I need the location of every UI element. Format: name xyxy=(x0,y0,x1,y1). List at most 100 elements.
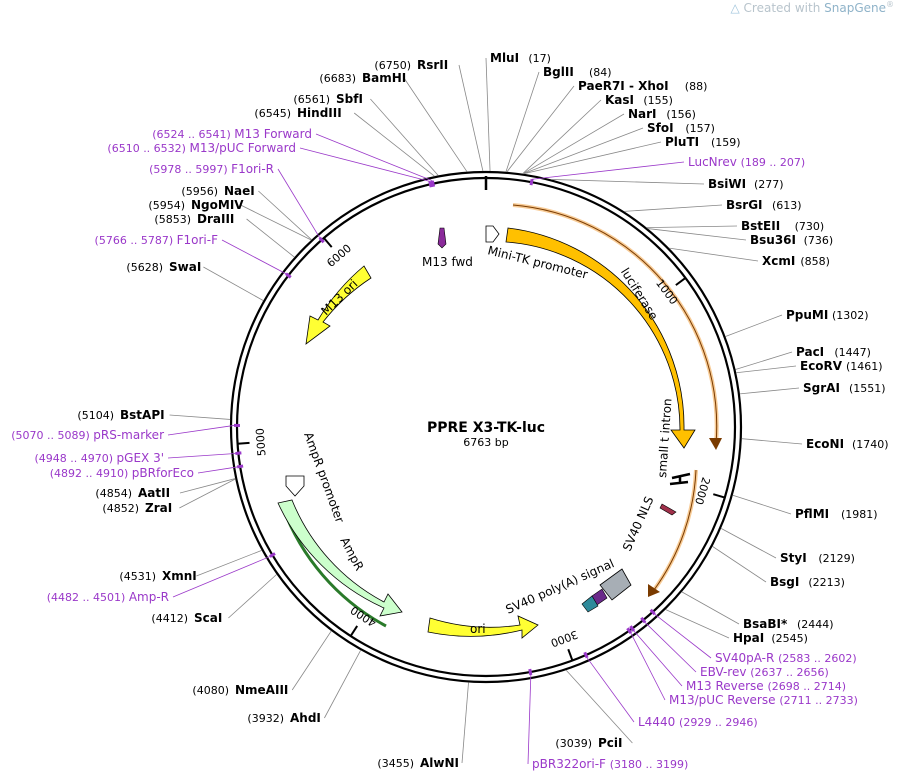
enzyme-leader-line xyxy=(681,591,740,625)
enzyme-site[interactable]: PflMI(1981) xyxy=(732,494,878,521)
enzyme-site[interactable]: (5853)DraIII xyxy=(154,212,295,258)
enzyme-site[interactable]: (6561)SbfI xyxy=(293,92,439,176)
enzyme-leader-line xyxy=(196,550,262,577)
primer-site[interactable]: SV40pA-R (2583 .. 2602) xyxy=(649,608,857,665)
watermark-brand: SnapGene xyxy=(824,1,886,15)
enzyme-site[interactable]: (4412)ScaI xyxy=(151,574,277,625)
feature-m13-ori[interactable] xyxy=(305,265,372,345)
enzyme-leader-line xyxy=(725,314,783,337)
primer-range: (4948 .. 4970) xyxy=(34,452,116,465)
primer-site[interactable]: pBR322ori-F (3180 .. 3199) xyxy=(527,668,688,771)
primer-site[interactable]: (5070 .. 5089) pRS-marker xyxy=(11,423,241,442)
enzyme-site[interactable]: EcoRV(1461) xyxy=(736,359,883,374)
primer-label: M13 Reverse (2698 .. 2714) xyxy=(686,679,846,693)
primer-site[interactable]: LucNrev (189 .. 207) xyxy=(529,155,806,186)
primer-site[interactable]: M13 Reverse (2698 .. 2714) xyxy=(629,625,846,693)
enzyme-site[interactable]: (4531)XmnI xyxy=(119,550,262,583)
enzyme-site[interactable]: (3932)AhdI xyxy=(247,650,362,725)
enzyme-site[interactable]: BsrGI(613) xyxy=(624,198,802,212)
enzyme-site[interactable]: EcoNI(1740) xyxy=(741,437,889,451)
primer-range: (2637 .. 2656) xyxy=(750,666,829,679)
enzyme-site[interactable]: (5954)NgoMIV xyxy=(148,198,312,241)
enzyme-site[interactable]: (5104)BstAPI xyxy=(77,408,231,422)
feature-luciferase[interactable] xyxy=(505,227,696,449)
primer-label: (5070 .. 5089) pRS-marker xyxy=(11,428,164,442)
feature-label-m13-ori: M13 ori xyxy=(318,277,360,318)
enzyme-position: (1740) xyxy=(852,438,889,451)
enzyme-name: BstAPI xyxy=(120,408,165,422)
enzyme-leader-line xyxy=(370,98,439,176)
enzyme-site[interactable]: MluI(17) xyxy=(485,51,551,172)
enzyme-site[interactable]: SgrAI(1551) xyxy=(739,381,886,395)
tick-mark xyxy=(567,648,574,661)
primer-site[interactable]: L4440 (2929 .. 2946) xyxy=(583,651,758,729)
enzyme-site[interactable]: StyI(2129) xyxy=(720,528,855,565)
primer-label: (4948 .. 4970) pGEX 3' xyxy=(34,451,164,465)
enzyme-leader-line xyxy=(522,113,625,175)
primer-site[interactable]: EBV-rev (2637 .. 2656) xyxy=(640,616,829,679)
primer-leader-line xyxy=(221,239,287,275)
enzyme-position: (613) xyxy=(772,199,802,212)
feature-ampr[interactable] xyxy=(277,499,403,617)
primer-mark xyxy=(528,668,533,676)
feature-mini-tk-promoter[interactable] xyxy=(485,225,500,243)
enzyme-site[interactable]: BstEII(730) xyxy=(646,219,825,233)
enzyme-position: (4531) xyxy=(119,570,156,583)
feature-small-t-intron[interactable] xyxy=(669,472,691,486)
tick-mark xyxy=(349,625,359,637)
enzyme-position: (736) xyxy=(804,234,834,247)
primer-site[interactable]: (5978 .. 5997) F1ori-R xyxy=(149,162,325,244)
enzyme-site[interactable]: (5628)SwaI xyxy=(126,260,264,301)
primer-site[interactable]: (4482 .. 4501) Amp-R xyxy=(47,552,276,604)
enzyme-site[interactable]: BsaBI*(2444) xyxy=(681,591,834,631)
enzyme-site[interactable]: PluTI(159) xyxy=(523,135,741,175)
primer-leader-line xyxy=(654,613,712,659)
enzyme-leader-line xyxy=(246,218,295,258)
primer-site[interactable]: M13/pUC Reverse (2711 .. 2733) xyxy=(626,627,858,707)
feature-sv40-nls[interactable] xyxy=(659,503,677,516)
enzyme-name: HindIII xyxy=(297,106,342,120)
enzyme-site[interactable]: (6545)HindIII xyxy=(254,106,435,177)
enzyme-site[interactable]: HpaI(2545) xyxy=(665,609,808,645)
enzyme-leader-line xyxy=(669,247,759,262)
primer-leader-line xyxy=(630,632,666,701)
enzyme-site[interactable]: PpuMI(1302) xyxy=(725,308,869,337)
feature-sv40-polya-signal[interactable] xyxy=(599,568,632,601)
enzyme-site[interactable]: PacI(1447) xyxy=(735,345,871,370)
enzyme-position: (5628) xyxy=(126,261,163,274)
feature-ori[interactable] xyxy=(427,615,539,639)
enzyme-site[interactable]: PaeR7I - XhoI(88) xyxy=(506,79,707,173)
enzyme-site[interactable]: XcmI(858) xyxy=(669,247,830,268)
feature-ampr-promoter[interactable] xyxy=(285,475,305,497)
enzyme-position: (5956) xyxy=(181,185,218,198)
primer-site[interactable]: (4892 .. 4910) pBRforEco xyxy=(50,464,244,480)
enzyme-site[interactable]: BglII(84) xyxy=(505,65,612,172)
enzyme-site[interactable]: SfoI(157) xyxy=(523,121,715,175)
primer-range: (6524 .. 6541) xyxy=(152,128,234,141)
enzyme-site[interactable]: (4852)ZraI xyxy=(102,478,236,515)
feature-m13-fwd[interactable] xyxy=(437,227,447,249)
enzyme-site[interactable]: (4854)AatII xyxy=(95,478,236,500)
enzyme-site[interactable]: (3455)AlwNI xyxy=(377,682,469,770)
enzyme-site[interactable]: Bsu36I(736) xyxy=(647,228,834,247)
tick-mark xyxy=(323,237,333,248)
primer-label: (5766 .. 5787) F1ori-F xyxy=(95,233,219,247)
enzyme-site[interactable]: BsiWI(277) xyxy=(551,177,784,191)
primer-site[interactable]: (4948 .. 4970) pGEX 3' xyxy=(34,451,242,465)
primer-site[interactable]: (6524 .. 6541) M13 Forward xyxy=(152,127,436,187)
enzyme-site[interactable]: (6683)BamHI xyxy=(319,71,468,172)
enzyme-site[interactable]: (3039)PciI xyxy=(555,669,633,750)
enzyme-site[interactable]: (6750)RsrII xyxy=(374,58,484,172)
watermark-prefix: Created with xyxy=(743,1,825,15)
enzyme-site[interactable]: BsgI(2213) xyxy=(712,546,845,589)
primer-range: (189 .. 207) xyxy=(741,156,806,169)
primer-mark xyxy=(285,272,292,279)
enzyme-site[interactable]: KasI(155) xyxy=(522,93,673,174)
primer-site[interactable]: (5766 .. 5787) F1ori-F xyxy=(95,233,292,279)
primer-range: (5070 .. 5089) xyxy=(11,429,93,442)
enzyme-site[interactable]: NarI(156) xyxy=(522,107,696,175)
enzyme-site[interactable]: (5956)NaeI xyxy=(181,184,312,240)
tick-label: 5000 xyxy=(254,428,269,457)
primer-site[interactable]: (6510 .. 6532) M13/pUC Forward xyxy=(107,141,433,188)
enzyme-site[interactable]: (4080)NmeAIII xyxy=(192,630,332,697)
